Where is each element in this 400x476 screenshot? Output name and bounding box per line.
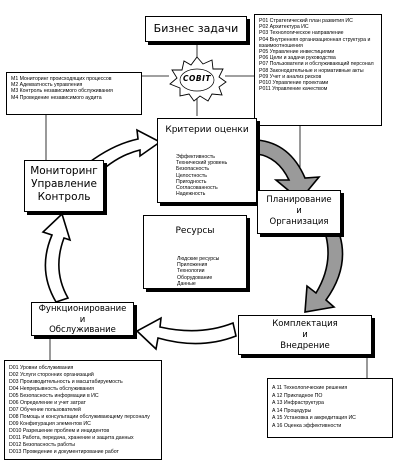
list-item: P01 Стратегический план развития ИС xyxy=(259,18,353,24)
monitoring-box: Мониторинг Управление Контроль xyxy=(24,160,104,212)
list-item: D012 Безопасность работы xyxy=(9,442,75,448)
list-item: Приложения xyxy=(177,262,208,269)
cycle-arrow-operation-to-monitoring xyxy=(41,212,72,303)
list-item: D04 Непрерывность обслуживания xyxy=(9,386,94,392)
list-item: Технический уровень xyxy=(176,160,228,167)
resources-box: Ресурсы Людские ресурсы Приложения Техно… xyxy=(143,215,247,289)
planning-process-list: P01 Стратегический план развития ИС P02 … xyxy=(259,18,377,92)
business-tasks-box: Бизнес задачи xyxy=(145,16,247,42)
list-item: M1 Мониторинг происходящих процессов xyxy=(11,76,112,82)
list-item: D06 Определение и учет затрат xyxy=(9,400,86,406)
criteria-title: Критерии оценки xyxy=(165,125,249,135)
list-item: P07 Пользователи и обслуживающий персона… xyxy=(259,61,374,68)
acquisition-title-line: Внедрение xyxy=(280,341,330,351)
cycle-arrow-acquisition-to-operation xyxy=(135,316,237,351)
list-item: P011 Управление качеством xyxy=(259,86,328,93)
criteria-box: Критерии оценки Эффективность Технически… xyxy=(157,118,257,203)
operation-process-list-box: D01 Уровни обслуживания D02 Услуги сторо… xyxy=(4,360,162,460)
operation-title: Функционирование и Обслуживание xyxy=(32,304,133,336)
list-item: D01 Уровни обслуживания xyxy=(9,365,74,371)
list-item: Пригодность xyxy=(176,178,207,185)
resources-list: Людские ресурсы Приложения Технологии Об… xyxy=(177,256,219,287)
list-item: Эффективность xyxy=(176,154,215,160)
cobit-seal-icon xyxy=(169,56,227,102)
operation-process-list: D01 Уровни обслуживания D02 Услуги сторо… xyxy=(9,365,150,456)
list-item: P04 Внутренняя организационная структура… xyxy=(259,36,371,49)
list-item: D09 Конфигурация элементов ИС xyxy=(9,421,91,427)
list-item: P02 Архитектура ИС xyxy=(259,24,309,31)
monitoring-title-line: Мониторинг xyxy=(30,165,98,177)
list-item: D010 Разрешение проблем и инцидентов xyxy=(9,428,110,434)
planning-process-list-box: P01 Стратегический план развития ИС P02 … xyxy=(254,14,382,126)
list-item: A 14 Процедуры xyxy=(272,407,312,414)
list-item: A 12 Прикладное ПО xyxy=(272,392,323,399)
acquisition-title: Комплектация и Внедрение xyxy=(239,319,371,352)
cycle-arrow-planning-to-acquisition xyxy=(304,235,344,313)
monitoring-process-list: M1 Мониторинг происходящих процессов M2 … xyxy=(11,76,113,101)
acquisition-box: Комплектация и Внедрение xyxy=(238,315,372,355)
list-item: M4 Проведение независимого аудита xyxy=(11,94,102,101)
planning-title: Планирование и Организация xyxy=(258,195,340,228)
acquisition-title-line: и xyxy=(302,330,308,340)
monitoring-title-line: Управление xyxy=(31,178,97,190)
list-item: A 15 Установка и аккредитация ИС xyxy=(272,415,356,421)
operation-box: Функционирование и Обслуживание xyxy=(31,302,134,336)
operation-title-line: и xyxy=(79,314,86,325)
list-item: Технологии xyxy=(177,268,205,275)
list-item: M3 Контроль независимого обслуживания xyxy=(11,88,113,95)
list-item: Надежность xyxy=(176,191,206,198)
list-item: D02 Услуги сторонних организаций xyxy=(9,372,94,378)
monitoring-process-list-box: M1 Мониторинг происходящих процессов M2 … xyxy=(6,72,142,115)
list-item: Данные xyxy=(177,280,196,287)
list-item: P03 Технологическое направление xyxy=(259,30,344,37)
list-item: M2 Адекватность управления xyxy=(11,82,83,89)
list-item: A 11 Технологические решения xyxy=(272,385,348,391)
list-item: Безопасность xyxy=(176,166,210,173)
planning-title-line: Организация xyxy=(269,217,329,227)
list-item: P06 Цели и задачи руководства xyxy=(259,55,336,62)
acquisition-title-line: Комплектация xyxy=(272,319,338,329)
acquisition-process-list-box: A 11 Технологические решения A 12 Прикла… xyxy=(267,378,393,438)
list-item: A 16 Оценка эффективности xyxy=(272,422,342,429)
planning-title-line: и xyxy=(296,206,302,216)
list-item: Людские ресурсы xyxy=(177,256,220,262)
business-tasks-title: Бизнес задачи xyxy=(153,22,239,35)
resources-title: Ресурсы xyxy=(175,226,215,236)
list-item: P010 Управление проектами xyxy=(259,80,329,87)
list-item: D013 Проведение и документирование работ xyxy=(9,449,119,455)
list-item: Целостность xyxy=(176,172,207,179)
operation-title-line: Функционирование xyxy=(38,304,127,314)
list-item: D05 Безопасность информации в ИС xyxy=(9,393,99,399)
planning-box: Планирование и Организация xyxy=(257,190,341,234)
list-item: Согласованность xyxy=(176,185,218,192)
list-item: P08 Законодательные и нормативные акты xyxy=(259,67,364,74)
list-item: P09 Учет и анализ рисков xyxy=(259,73,322,80)
cobit-label: COBIT xyxy=(182,74,211,83)
planning-title-line: Планирование xyxy=(266,195,332,205)
monitoring-title-line: Контроль xyxy=(37,191,91,203)
operation-title-line: Обслуживание xyxy=(49,325,116,335)
list-item: D08 Помощь и консультации обслуживающему… xyxy=(9,414,150,420)
acquisition-process-list: A 11 Технологические решения A 12 Прикла… xyxy=(272,385,356,430)
list-item: Оборудование xyxy=(177,274,213,281)
list-item: D07 Обучение пользователей xyxy=(9,407,81,413)
monitoring-title: Мониторинг Управление Контроль xyxy=(25,165,103,204)
list-item: P05 Управление инвестициями xyxy=(259,49,335,56)
list-item: D03 Производительность и масштабируемост… xyxy=(9,379,123,385)
list-item: A 13 Инфраструктура xyxy=(272,400,324,406)
criteria-list: Эффективность Технический уровень Безопа… xyxy=(176,154,227,197)
list-item: D011 Работа, передача, хранение и защита… xyxy=(9,435,134,441)
